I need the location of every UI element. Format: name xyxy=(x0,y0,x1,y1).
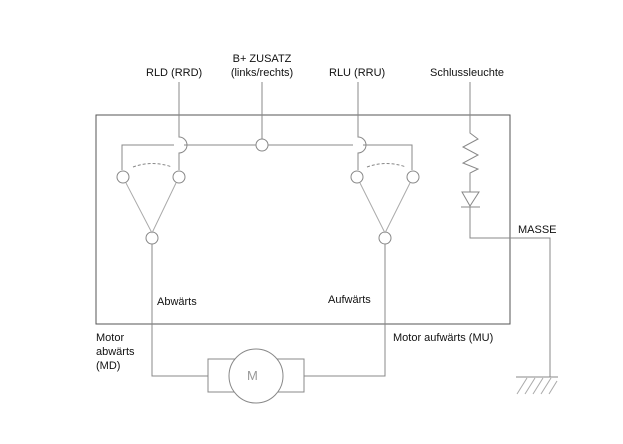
label-schlussleuchte: Schlussleuchte xyxy=(430,67,504,79)
label-aufwaerts: Aufwärts xyxy=(328,294,371,306)
bus-line xyxy=(121,144,413,170)
ground-icon xyxy=(516,376,558,395)
rld-wire xyxy=(178,82,188,170)
label-rlu: RLU (RRU) xyxy=(329,67,386,79)
tail-lamp-circuit xyxy=(461,82,551,377)
switch-down xyxy=(116,163,208,377)
label-motor-up: Motor aufwärts (MU) xyxy=(393,332,494,344)
motor-symbol: M xyxy=(247,368,258,383)
label-motor-down-2: abwärts xyxy=(96,346,135,358)
rlu-wire xyxy=(357,82,367,170)
label-masse: MASSE xyxy=(518,224,557,236)
motor-icon xyxy=(207,348,305,404)
label-rld: RLD (RRD) xyxy=(146,67,203,79)
label-motor-down-1: Motor xyxy=(96,332,125,344)
bplus-terminal xyxy=(255,138,269,152)
label-motor-down-3: (MD) xyxy=(96,360,121,372)
label-abwaerts: Abwärts xyxy=(157,296,197,308)
diode-icon xyxy=(461,191,551,377)
label-bplus-1: B+ ZUSATZ xyxy=(232,53,292,65)
label-bplus-2: (links/rechts) xyxy=(230,67,294,79)
switch-housing xyxy=(95,114,511,325)
switch-up xyxy=(304,163,420,377)
